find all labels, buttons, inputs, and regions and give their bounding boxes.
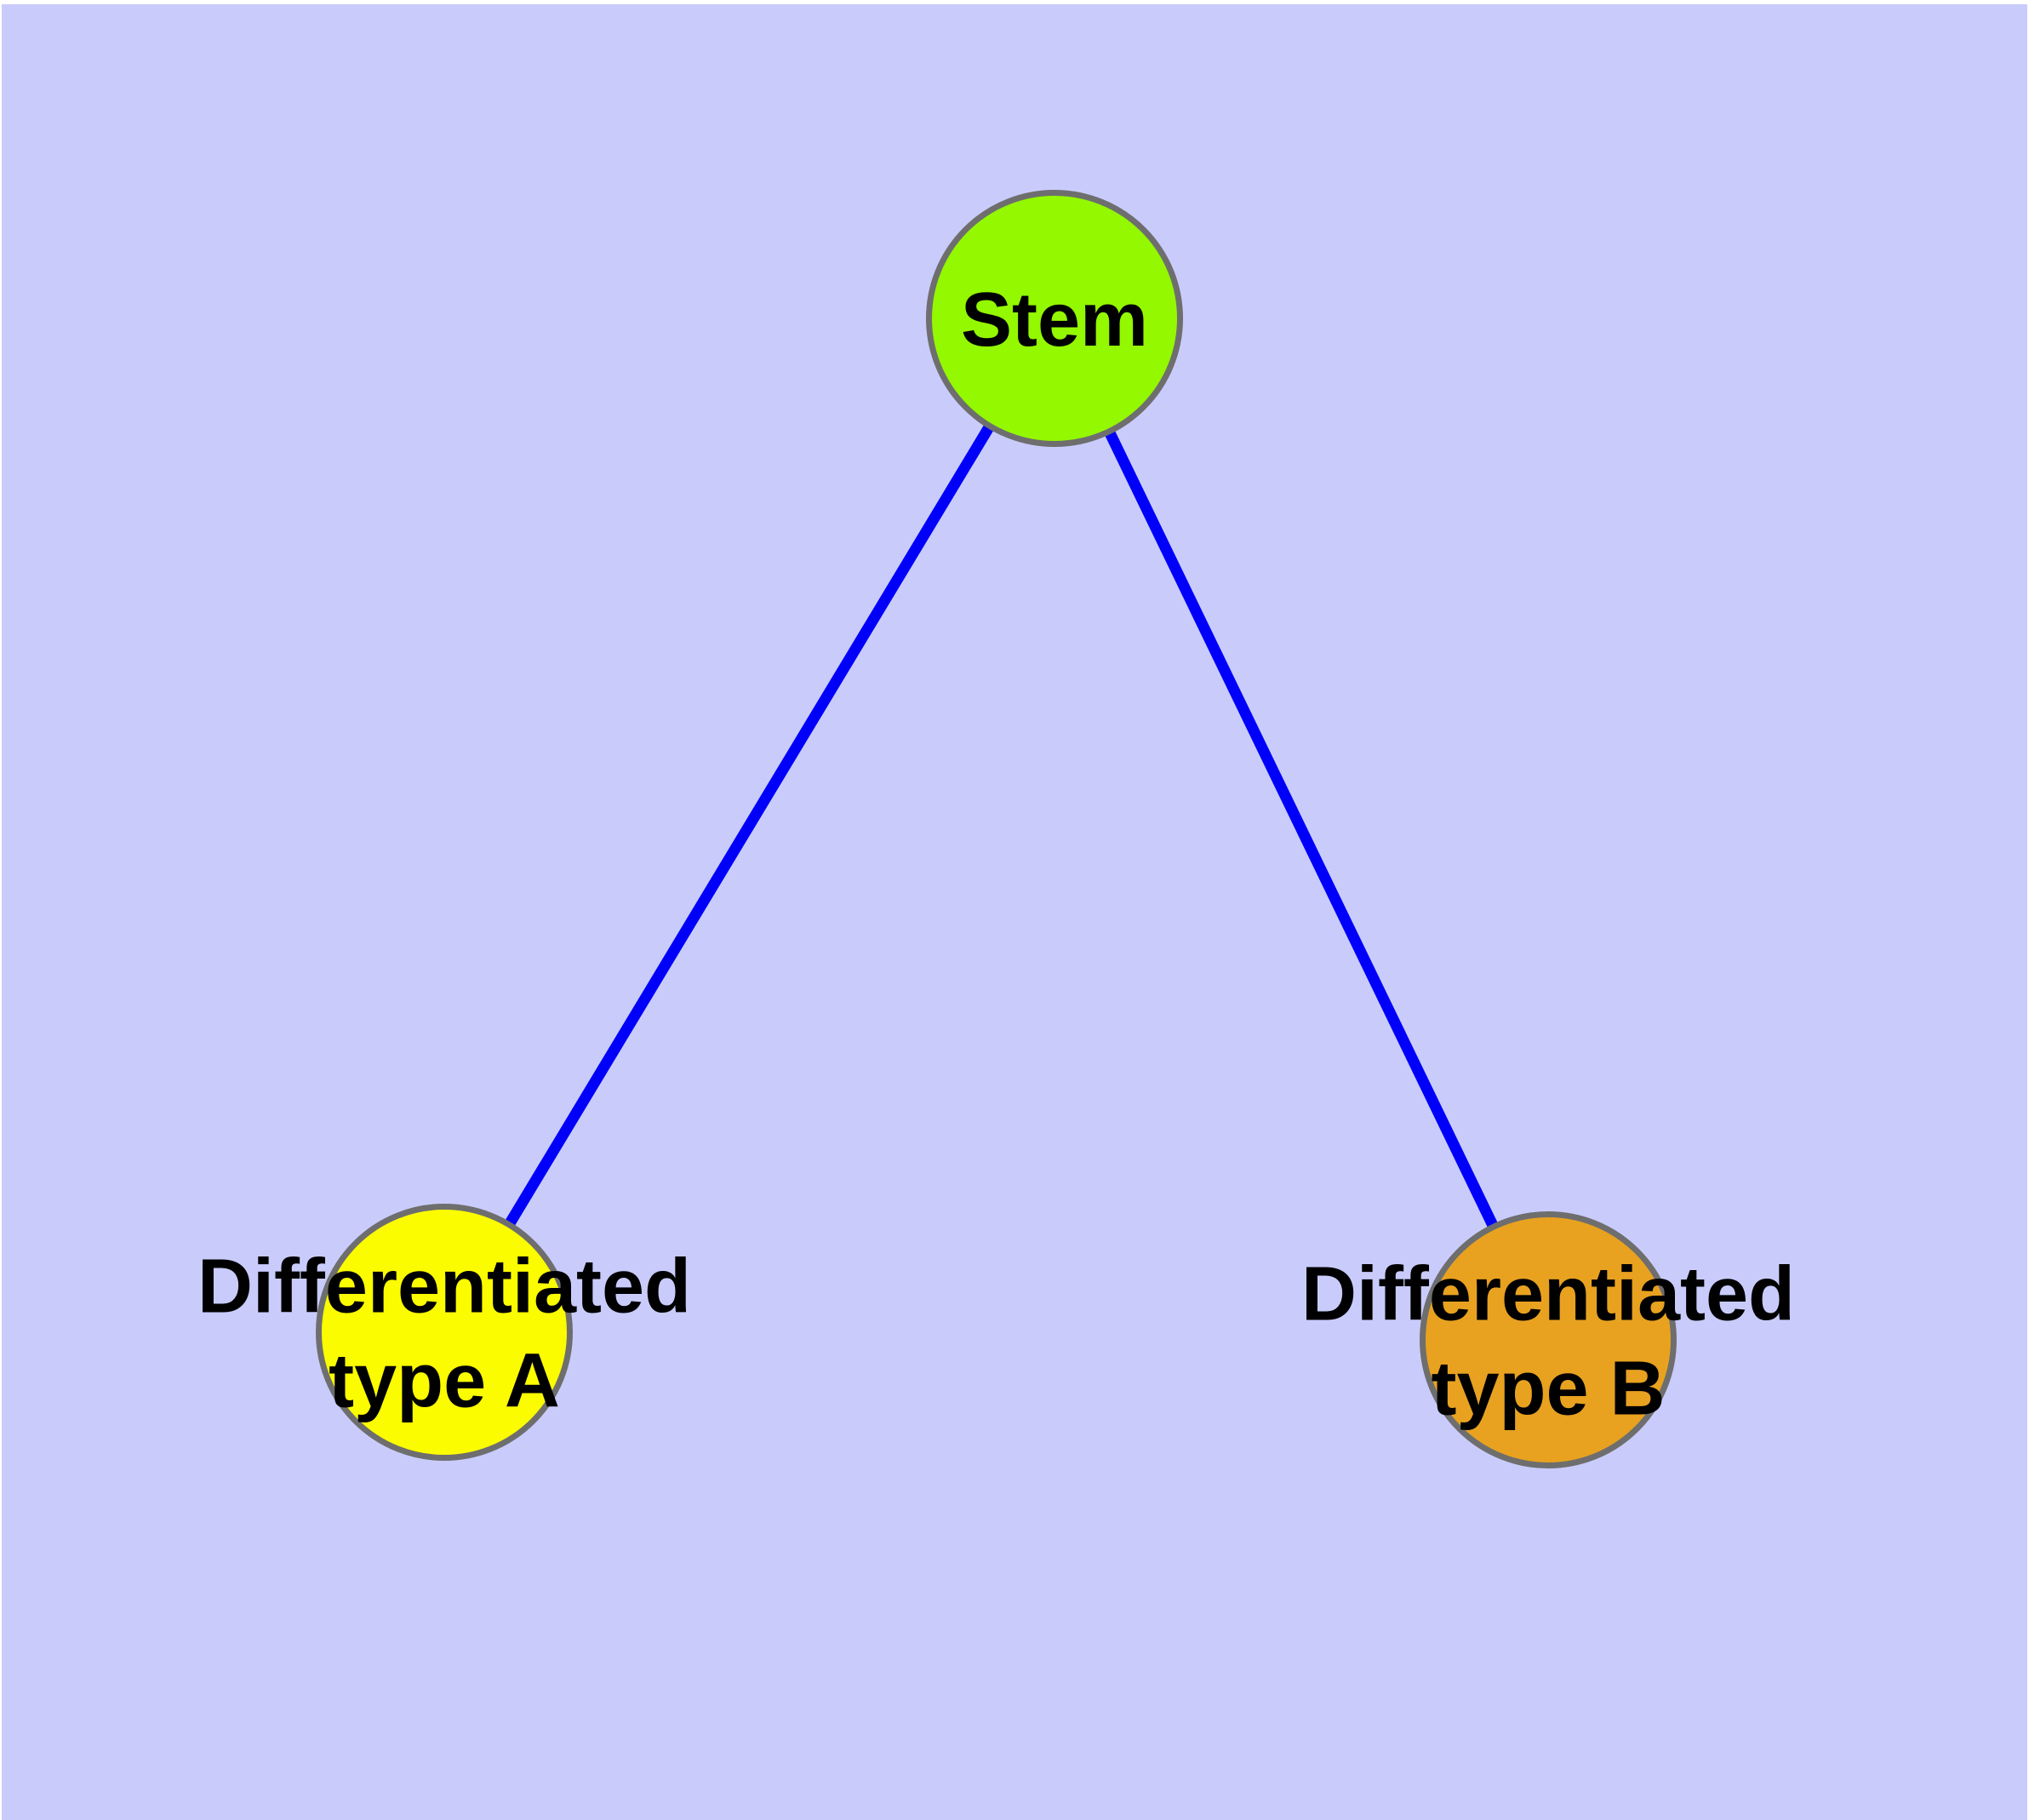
graph-edge-stem-diff-b[interactable] xyxy=(1049,316,1553,1342)
graph-node-stem[interactable] xyxy=(926,190,1183,447)
edge-layer xyxy=(439,315,1553,1342)
graph-edge-stem-diff-a[interactable] xyxy=(439,315,1060,1336)
node-layer xyxy=(316,190,1677,1468)
graph-node-diff-b[interactable] xyxy=(1420,1211,1677,1468)
graph-node-diff-a[interactable] xyxy=(316,1204,573,1461)
